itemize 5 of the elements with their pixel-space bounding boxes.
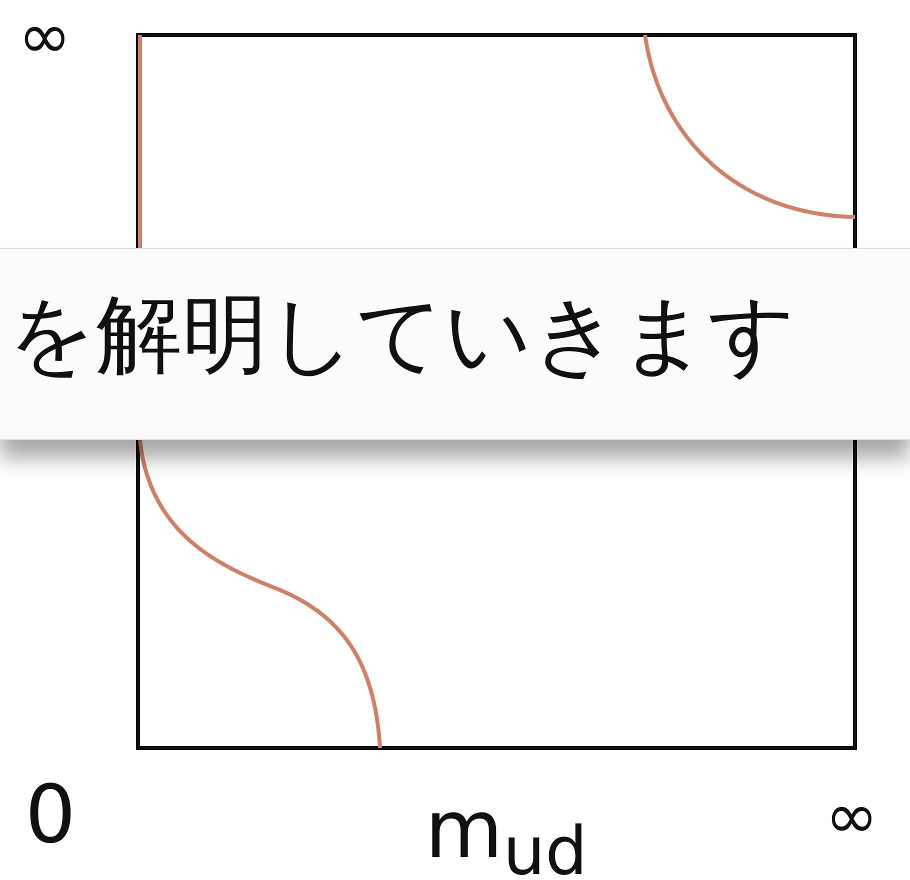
banner-text: を解明していきます [8, 292, 796, 378]
tick-label: ∞ [825, 785, 878, 849]
axis-label: m$_{ud}$ [425, 790, 588, 880]
tick-label: ∞ [18, 5, 72, 69]
tick-label: 0 [25, 775, 76, 855]
